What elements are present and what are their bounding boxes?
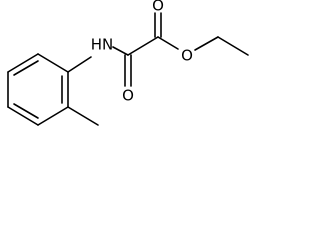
ring-bond-1: [7, 53, 39, 73]
ring-bond-2: [37, 53, 69, 73]
oxalyl-cc-bond: [127, 36, 159, 56]
nh-amide-carbon-bond: [112, 46, 129, 56]
ketone-oxygen-label: O: [122, 87, 134, 105]
amine-label: HN: [91, 36, 114, 54]
ester-carbonyl-oxygen-label: O: [152, 0, 164, 15]
ether-ch2-bond: [194, 36, 219, 51]
ring-bond-4: [37, 106, 69, 126]
methyl-bond: [67, 106, 99, 126]
ester-co-bond: [157, 36, 179, 50]
ring-bond-5: [7, 106, 39, 126]
ester-oxygen-label: O: [181, 47, 193, 65]
ring-double-bond-1: [13, 60, 39, 76]
ring-double-bond-3: [13, 103, 39, 119]
molecule-structure: HN O O O: [7, 0, 249, 126]
ring-nh-bond: [67, 56, 92, 73]
benzene-ring: [7, 53, 69, 126]
ethyl-bond: [217, 36, 249, 56]
